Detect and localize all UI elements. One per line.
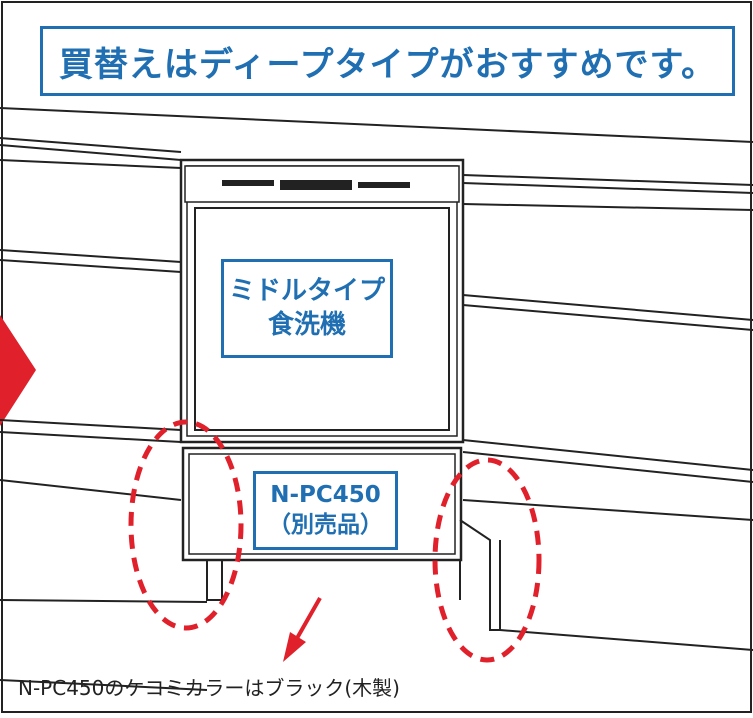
middle-type-line2: 食洗機 (267, 309, 346, 340)
headline-banner: 買替えはディープタイプがおすすめです。 (40, 26, 735, 96)
kickplate-model: N-PC450 (270, 482, 381, 509)
highlight-right-circle (432, 457, 542, 663)
middle-type-label: ミドルタイプ 食洗機 (221, 259, 393, 358)
headline-text: 買替えはディープタイプがおすすめです。 (58, 44, 717, 85)
countertop (0, 107, 753, 194)
middle-type-line1: ミドルタイプ (228, 276, 385, 307)
kickplate-note: （別売品） (268, 511, 383, 538)
left-cabinet (0, 159, 208, 691)
caption-text: N-PC450のケコミカラーはブラック(木製) (18, 676, 400, 700)
kickplate-label: N-PC450 （別売品） (253, 471, 398, 550)
highlight-left-circle (128, 419, 244, 631)
right-cabinet (462, 203, 753, 651)
arrow-right-icon (0, 315, 36, 426)
pointer-arrow-icon (283, 597, 322, 662)
